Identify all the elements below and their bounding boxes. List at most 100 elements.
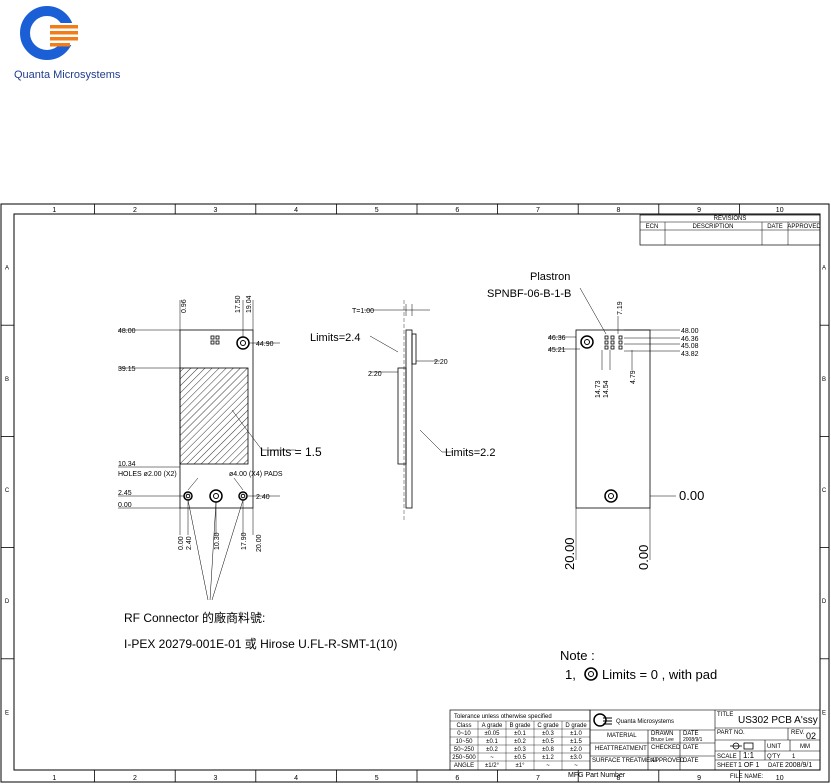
- rev-header-description: DESCRIPTION: [692, 224, 733, 230]
- limits-1-5-label: Limits = 1.5: [260, 445, 322, 459]
- zone-col-label-bottom: 1: [52, 775, 56, 782]
- zone-row-label-right: D: [822, 599, 827, 605]
- limits-hatch-area: [179, 367, 249, 465]
- zone-col-label-top: 8: [617, 207, 621, 214]
- plastron-part-number: SPNBF-06-B-1-B: [487, 288, 571, 300]
- thickness-label: T=1.00: [352, 308, 374, 315]
- zone-col-label-top: 10: [776, 207, 784, 214]
- dim-10-34: 10.34: [118, 461, 136, 468]
- rf-connector-note-line1: RF Connector 的廠商料號:: [124, 610, 265, 625]
- dim-10-30: 10.30: [214, 532, 221, 550]
- rear-dim-7-19: 7.19: [617, 301, 624, 315]
- zone-col-label-top: 7: [536, 207, 540, 214]
- tolerance-cell: ±1.5: [570, 739, 582, 745]
- tolerance-cell: ±3.0: [570, 755, 582, 761]
- side-dim-2-20-left: 2.20: [368, 371, 382, 378]
- limits-2-4-label: Limits=2.4: [310, 332, 360, 344]
- tolerance-cell: 0~10: [457, 731, 471, 737]
- tolerance-header: Class: [456, 723, 471, 729]
- tolerance-cell: 10~50: [456, 739, 474, 745]
- tb-drawn-label: DRAWN: [651, 731, 673, 737]
- note-title: Note :: [560, 648, 595, 663]
- tolerance-table: Tolerance unless otherwise specified Cla…: [449, 709, 591, 771]
- pads-label: ø4.00 (X4) PADS: [229, 471, 283, 478]
- tolerance-cell: ±0.1: [514, 731, 526, 737]
- tolerance-header: A grade: [482, 723, 503, 729]
- dim-0-96: 0.96: [181, 299, 188, 313]
- rear-dim-45-21: 45.21: [548, 347, 566, 354]
- quanta-logo-icon: [20, 6, 80, 60]
- tb-date-drawn: 2008/9/1: [683, 737, 703, 743]
- side-view: T=1.00 2.20 2.20 Limits=2.4 Limits=2.2: [310, 300, 495, 520]
- tb-checked-label: CHECKED: [651, 745, 681, 751]
- company-logo: Quanta Microsystems: [10, 5, 160, 81]
- zone-col-label-top: 3: [214, 207, 218, 214]
- tb-date-label-3: DATE: [683, 758, 699, 764]
- rear-dim-45-08: 45.08: [681, 343, 699, 350]
- tolerance-cell: ±1.2: [542, 755, 554, 761]
- rear-dim-4-79: 4.79: [630, 370, 637, 384]
- zone-col-label-top: 6: [455, 207, 459, 214]
- tolerance-cell: ±1.0: [570, 731, 582, 737]
- zone-col-label-top: 5: [375, 207, 379, 214]
- tolerance-cell: ~: [546, 763, 550, 769]
- zone-row-label-right: C: [822, 488, 827, 494]
- zone-col-label-bottom: 7: [536, 775, 540, 782]
- dim-17-50: 17.50: [235, 295, 242, 313]
- front-view: 48.00 39.15 10.34 2.45 0.00 44.90 2.40 0…: [118, 295, 322, 601]
- zone-col-label-top: 2: [133, 207, 137, 214]
- title-block-company: Quanta Microsystems: [616, 719, 674, 725]
- tolerance-header: B grade: [509, 723, 531, 729]
- zone-col-label-top: 9: [697, 207, 701, 214]
- tolerance-cell: ~: [490, 755, 494, 761]
- tb-unit-value: MM: [800, 744, 810, 750]
- tolerance-title: Tolerance unless otherwise specified: [454, 714, 552, 720]
- tb-title: US302 PCB A'ssy: [738, 715, 818, 726]
- tb-drawn-by: Bruce Lee: [651, 737, 674, 743]
- plastron-title: Plastron: [530, 271, 570, 283]
- rev-header-date: DATE: [767, 224, 783, 230]
- zone-row-label-right: E: [822, 710, 826, 716]
- rear-dim-20-00-bottom: 20.00: [562, 537, 577, 570]
- limits-2-2-label: Limits=2.2: [445, 447, 495, 459]
- rear-dim-0-00-right: 0.00: [679, 488, 704, 503]
- dim-17-90: 17.90: [241, 532, 248, 550]
- zone-row-label-right: B: [822, 377, 826, 383]
- tolerance-cell: ANGLE: [454, 763, 474, 769]
- tolerance-header: C grade: [537, 723, 559, 729]
- dim-19-04: 19.04: [246, 295, 253, 313]
- side-dim-2-20-right: 2.20: [434, 359, 448, 366]
- tolerance-cell: ±0.3: [514, 747, 526, 753]
- zone-row-label-left: B: [5, 377, 9, 383]
- tb-file-name-label: FILE NAME:: [730, 774, 764, 780]
- tb-date-label-1: DATE: [683, 731, 699, 737]
- dim-2-45: 2.45: [118, 490, 132, 497]
- tb-material-label: MATERIAL: [607, 733, 637, 739]
- rear-view: Plastron SPNBF-06-B-1-B 46.36 45.21 7.19…: [487, 271, 704, 570]
- tb-title-label: TITLE: [717, 712, 733, 718]
- tb-qty-value: 1: [792, 754, 796, 760]
- zone-row-label-right: A: [822, 266, 826, 272]
- tb-mfg-part-label: MFG Part Number: [568, 772, 626, 779]
- dim-20-00: 20.00: [256, 534, 263, 552]
- rear-dim-43-82: 43.82: [681, 351, 699, 358]
- rear-dim-48-00: 48.00: [681, 328, 699, 335]
- tolerance-cell: ±0.5: [514, 755, 526, 761]
- tb-rev-value: 02: [806, 731, 816, 741]
- zone-col-label-bottom: 6: [455, 775, 459, 782]
- rear-dim-46-36-left: 46.36: [548, 335, 566, 342]
- revisions-table: REVISIONS ECN DESCRIPTION DATE APPROVED: [639, 214, 821, 246]
- holes-label: HOLES ø2.00 (X2): [118, 471, 177, 478]
- zone-col-label-top: 1: [52, 207, 56, 214]
- zone-col-label-top: 4: [294, 207, 298, 214]
- dim-44-90: 44.90: [256, 341, 274, 348]
- tb-scale-value: 1:1: [743, 751, 755, 760]
- title-block: [589, 709, 821, 771]
- dim-2-40-right: 2.40: [256, 494, 270, 501]
- tb-heattreatment-label: HEATTREATMENT: [595, 746, 647, 752]
- zone-col-label-bottom: 10: [776, 775, 784, 782]
- pad-squares: [210, 335, 220, 345]
- rear-dim-0-00-bottom: 0.00: [636, 545, 651, 570]
- tolerance-cell: ±0.05: [485, 731, 501, 737]
